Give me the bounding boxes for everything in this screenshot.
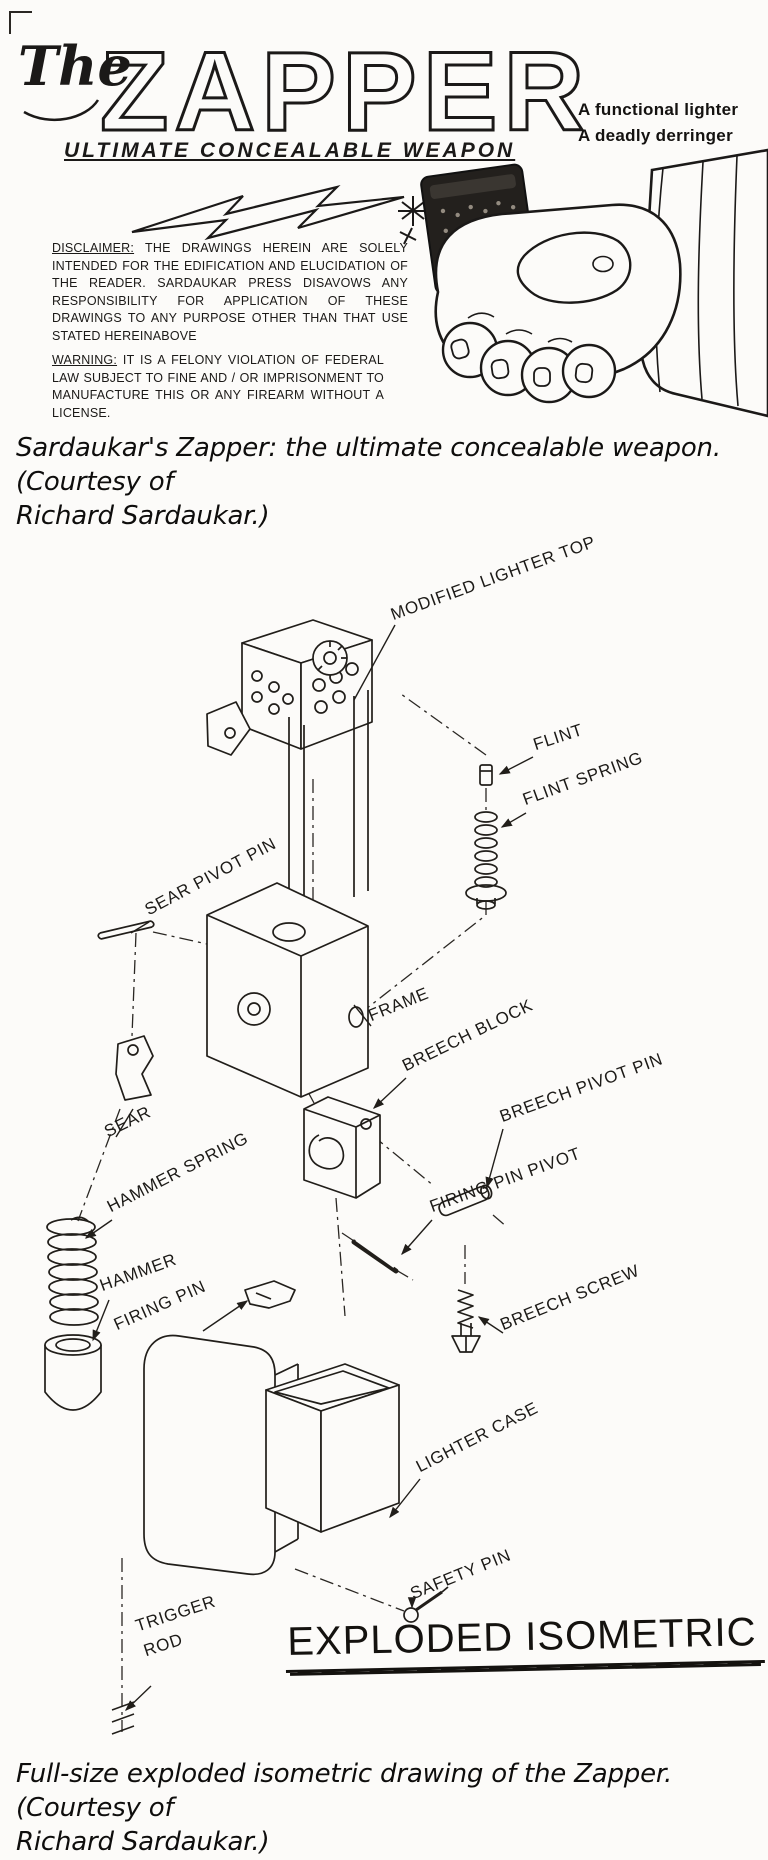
masthead-subtitle: ULTIMATE CONCEALABLE WEAPON (64, 139, 516, 162)
breech-screw-part (451, 1289, 481, 1353)
diagram-title: EXPLODED ISOMETRIC (284, 1609, 766, 1673)
exploded-diagram-art (44, 619, 534, 1735)
hand-art (434, 203, 682, 404)
hatch-ticks (111, 1701, 135, 1735)
caption-bottom-line2: Richard Sardaukar.) (16, 1826, 270, 1857)
breech-pivot-pin-part (438, 1184, 493, 1217)
script-swash (23, 99, 100, 121)
masthead-the: The (18, 34, 132, 98)
crop-mark (9, 11, 32, 34)
sear-pivot-pin-part (97, 920, 155, 940)
caption-bottom: Full-size exploded isometric drawing of … (16, 1758, 756, 1859)
sear-part (115, 1035, 154, 1101)
caption-bottom-line1: Full-size exploded isometric drawing of … (16, 1759, 673, 1823)
caption-top: Sardaukar's Zapper: the ultimate conceal… (16, 432, 756, 533)
masthead-title: ZAPPER (100, 29, 590, 154)
frame-part (206, 690, 369, 1098)
hammer-spring-part (46, 1216, 99, 1326)
firing-pin-pivot-part (351, 1239, 399, 1274)
caption-top-line1: Sardaukar's Zapper: the ultimate conceal… (16, 433, 721, 497)
disclaimer-body: THE DRAWINGS HEREIN ARE SOLELY INTENDED … (52, 241, 408, 343)
tagline-deadly-derringer: A deadly derringer (578, 126, 733, 145)
fingernails-art (450, 338, 594, 387)
warning-paragraph: WARNING: IT IS A FELONY VIOLATION OF FED… (52, 352, 384, 422)
disclaimer-paragraph: DISCLAIMER: THE DRAWINGS HEREIN ARE SOLE… (52, 240, 408, 345)
exploded-isometric-diagram: MODIFIED LIGHTER TOP FLINT FLINT SPRING … (0, 530, 768, 1780)
flint-spring-part (465, 811, 507, 910)
hammer-part (44, 1334, 102, 1411)
spark-icon (398, 196, 428, 245)
sleeve-cuff-art (639, 148, 768, 418)
lighter-case-part (143, 1334, 400, 1576)
disclaimer-label: DISCLAIMER: (52, 241, 135, 255)
center-lines (77, 693, 508, 1732)
header-art: ZAPPER (9, 11, 768, 418)
lightning-bolt-icon (131, 185, 405, 241)
leader-lines (84, 624, 534, 1711)
tagline-functional-lighter: A functional lighter (578, 100, 739, 119)
knuckle-lines (467, 312, 573, 343)
thumb-art (516, 231, 632, 304)
warning-label: WARNING: (52, 353, 118, 367)
warning-body: IT IS A FELONY VIOLATION OF FEDERAL LAW … (52, 353, 384, 420)
flint-part (479, 764, 493, 786)
breech-block-part (303, 1096, 381, 1199)
caption-top-line2: Richard Sardaukar.) (16, 500, 270, 531)
modified-lighter-top-part (206, 619, 373, 756)
firing-pin-part (244, 1280, 296, 1309)
